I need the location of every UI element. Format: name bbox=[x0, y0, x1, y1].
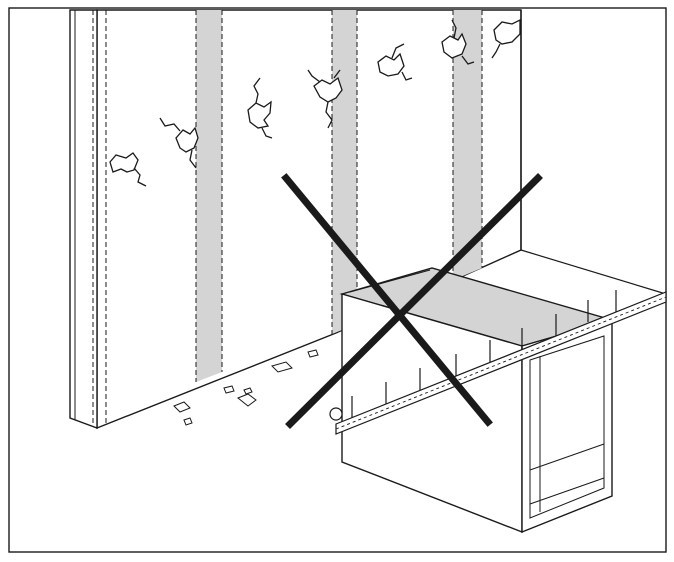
debris-1 bbox=[173, 401, 191, 413]
debris-6 bbox=[271, 361, 293, 373]
floor-debris bbox=[173, 349, 319, 426]
wall-edge bbox=[69, 9, 98, 430]
debris-4 bbox=[223, 385, 235, 394]
crack-hole-5 bbox=[377, 52, 405, 77]
debris-5 bbox=[243, 387, 253, 395]
wall-cracks bbox=[109, 18, 521, 187]
crack-hole-7 bbox=[493, 18, 521, 45]
floor-lines bbox=[520, 249, 667, 295]
stud-3 bbox=[453, 10, 482, 280]
mounting-rail bbox=[329, 290, 667, 435]
stud-1 bbox=[196, 10, 222, 382]
debris-2 bbox=[183, 417, 193, 426]
prohibited-x-mark bbox=[281, 173, 543, 429]
x-stroke-2 bbox=[285, 173, 543, 429]
rail-screws bbox=[351, 290, 617, 418]
crack-hole-6 bbox=[441, 32, 467, 59]
crack-hole-2 bbox=[175, 126, 199, 153]
crack-hole-4 bbox=[313, 76, 343, 103]
crack-hole-3 bbox=[247, 100, 272, 129]
debris-7 bbox=[307, 349, 319, 358]
rail-ring bbox=[329, 407, 343, 421]
cabinet-box bbox=[339, 267, 615, 534]
wall-studs bbox=[105, 10, 483, 424]
x-stroke-1 bbox=[281, 173, 493, 427]
debris-3 bbox=[237, 393, 257, 407]
stud-2 bbox=[332, 10, 357, 334]
cabinet-opening bbox=[529, 335, 605, 519]
crack-hole-1 bbox=[109, 152, 139, 173]
